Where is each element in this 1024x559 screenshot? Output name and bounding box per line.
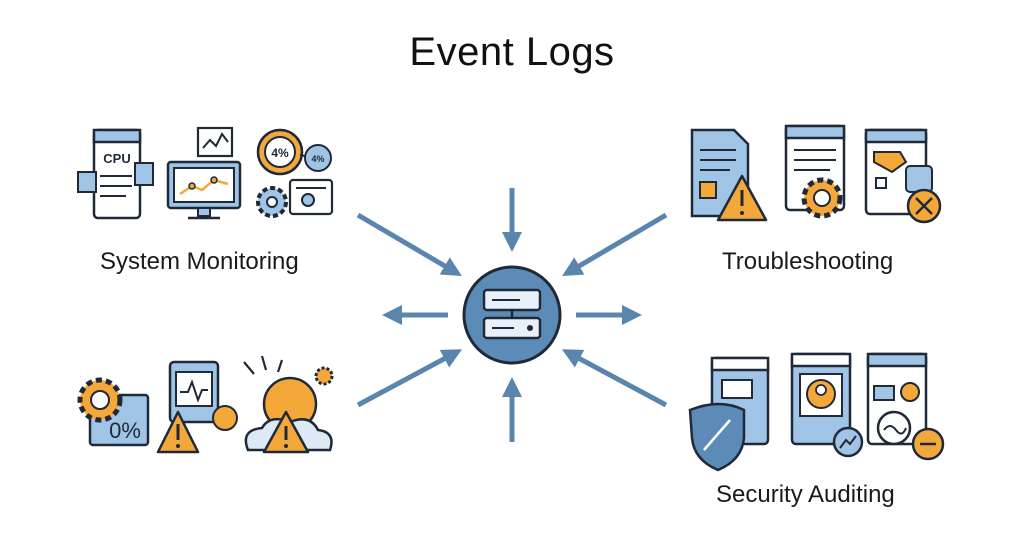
tools-document-icon bbox=[864, 128, 942, 224]
troubleshooting-label: Troubleshooting bbox=[722, 248, 894, 275]
system-monitoring-label: System Monitoring bbox=[100, 248, 299, 275]
settings-document-icon bbox=[784, 124, 846, 219]
document-warning-icon bbox=[156, 360, 238, 454]
arrow-bottomleft-in bbox=[356, 349, 463, 408]
storage-percent-label: 0% bbox=[109, 418, 141, 443]
warning-document-icon bbox=[690, 128, 768, 222]
shield-browser-icon bbox=[688, 356, 770, 472]
performance-gauge-icon: 4% 4% bbox=[256, 128, 334, 218]
cpu-label: CPU bbox=[103, 151, 130, 166]
page-title: Event Logs bbox=[409, 30, 615, 74]
troubleshooting-icons bbox=[690, 124, 942, 224]
storage-gear-icon: 0% bbox=[77, 377, 150, 447]
audit-chat-browser-icon bbox=[866, 352, 945, 461]
gauge-percent-label: 4% bbox=[271, 146, 289, 160]
security-auditing-label: Security Auditing bbox=[716, 481, 895, 508]
security-auditing-icons bbox=[688, 352, 945, 472]
arrow-bottomright-in bbox=[561, 349, 668, 408]
gauge-percent-small-label: 4% bbox=[311, 154, 324, 164]
chart-monitor-icon bbox=[166, 126, 242, 220]
central-log-server-icon bbox=[462, 265, 562, 365]
system-monitoring-icons: CPU 4% 4% bbox=[77, 126, 334, 220]
arrow-topright-in bbox=[562, 212, 668, 277]
cloud-alert-icon bbox=[243, 355, 334, 454]
alert-monitoring-icons: 0% bbox=[77, 355, 334, 454]
cpu-document-icon: CPU bbox=[77, 128, 154, 220]
arrow-topleft-in bbox=[356, 212, 462, 277]
arrows bbox=[356, 188, 668, 442]
user-profile-browser-icon bbox=[790, 352, 864, 458]
